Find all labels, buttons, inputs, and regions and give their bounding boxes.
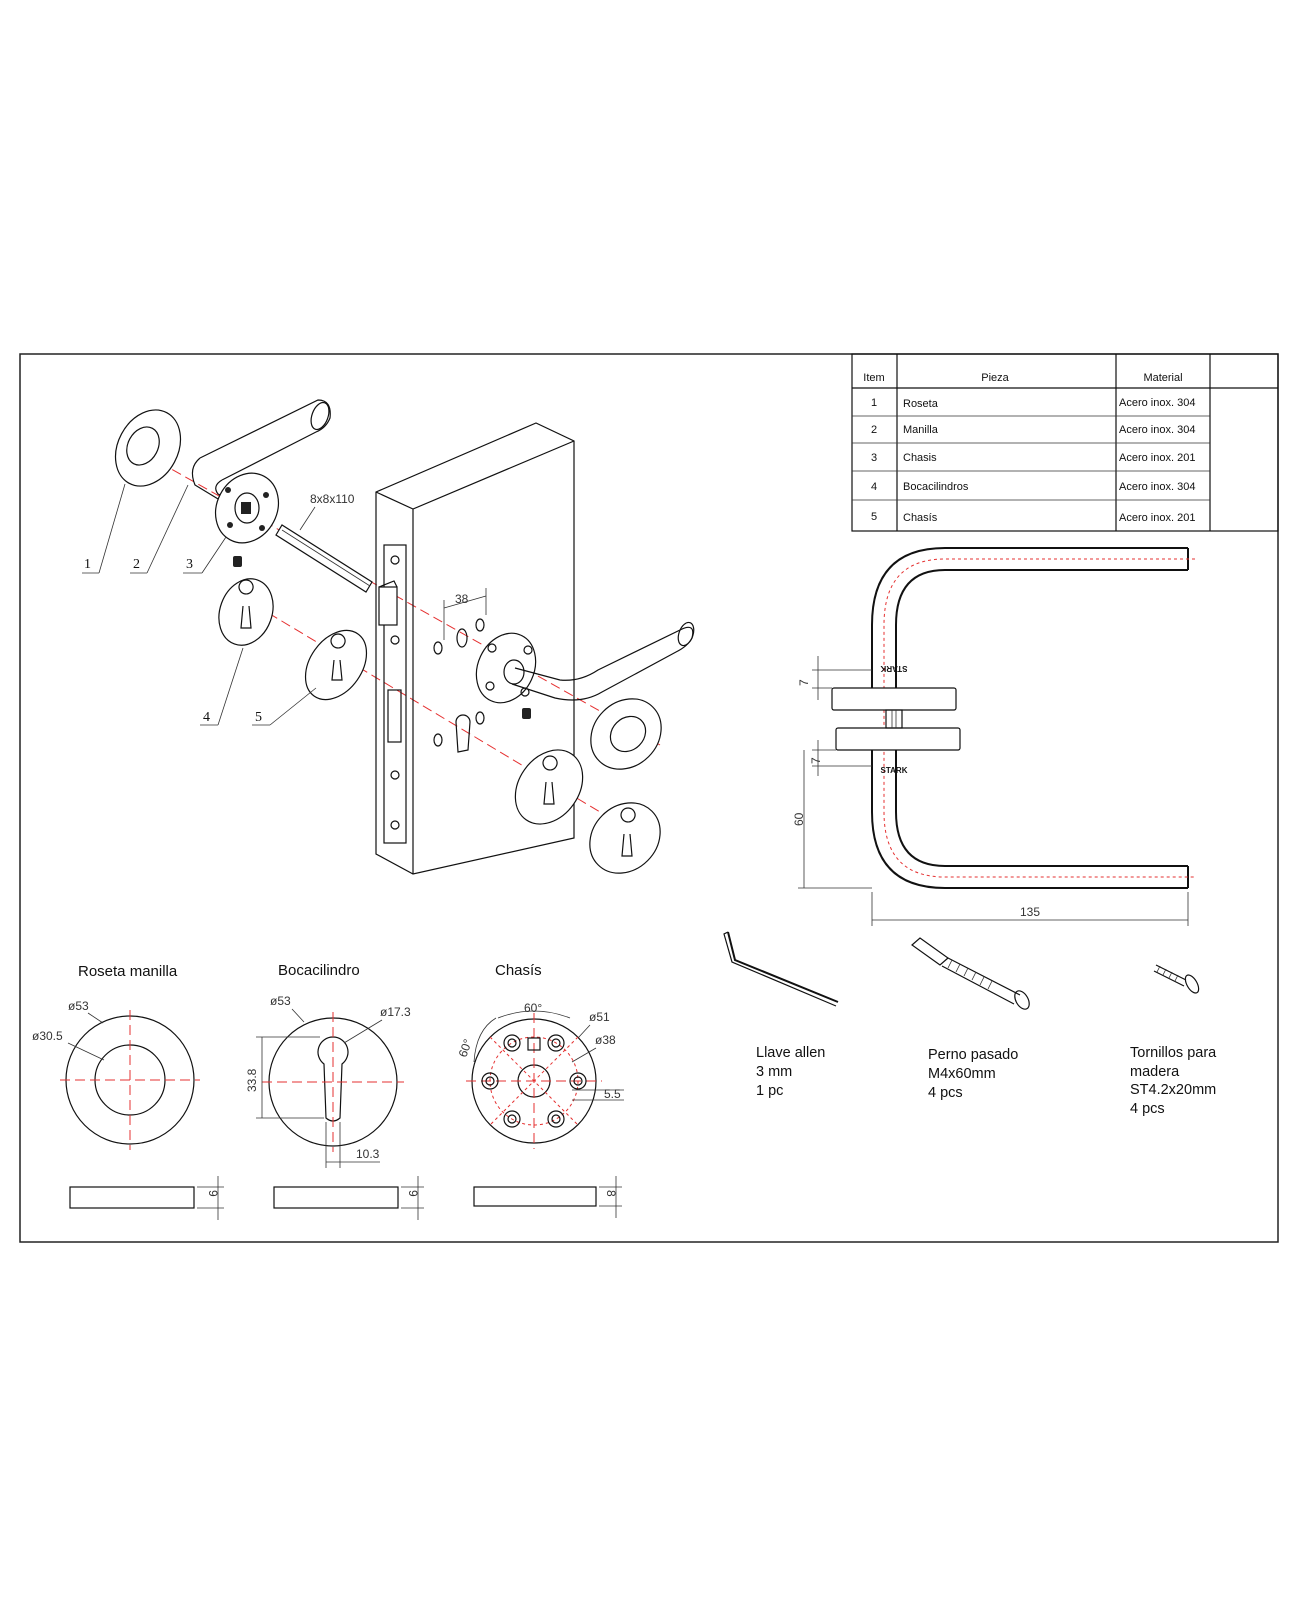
detail-chasis-title: Chasís [495,962,542,979]
dim-roseta-outer: ø53 [68,999,89,1013]
svg-text:1: 1 [871,397,877,409]
brand-logo-bottom: STARK [881,766,908,775]
handle-side-view: STARK STARK 7 7 60 135 [792,547,1195,926]
dim-bocacilindro-hole: ø17.3 [380,1005,411,1019]
right-cylinder-chassis [514,749,584,825]
chassis-bolt-holes [481,1034,587,1128]
dim-chasis-outer: ø51 [589,1010,610,1024]
svg-text:Tornillos para: Tornillos para [1130,1045,1217,1061]
svg-text:Llave allen: Llave allen [756,1045,825,1061]
svg-text:1 pc: 1 pc [756,1083,783,1099]
dim-bocacilindro-outer: ø53 [270,994,291,1008]
dim-length: 135 [1020,905,1040,919]
svg-text:Manilla: Manilla [903,424,939,436]
svg-text:4: 4 [871,481,877,493]
door-block: 38 [375,422,575,875]
svg-text:Perno pasado: Perno pasado [928,1047,1018,1063]
svg-text:Chasis: Chasis [903,452,937,464]
svg-text:M4x60mm: M4x60mm [928,1066,996,1082]
svg-text:Bocacilindros: Bocacilindros [903,481,969,493]
right-rose [590,698,662,770]
table-header-material: Material [1143,372,1182,384]
table-header-pieza: Pieza [981,372,1009,384]
svg-text:Acero inox. 304: Acero inox. 304 [1119,424,1195,436]
callout-5: 5 [255,710,262,725]
svg-text:3 mm: 3 mm [756,1064,792,1080]
callout-2: 2 [133,557,140,572]
dim-bocacilindro-thickness: 9 [406,1190,420,1197]
spindle-label: 8x8x110 [310,492,355,506]
table-row: 1 Roseta Acero inox. 304 [871,397,1196,410]
svg-text:Acero inox. 201: Acero inox. 201 [1119,452,1195,464]
cylinder-chassis-part-5 [304,629,368,701]
table-row: 2 Manilla Acero inox. 304 [871,424,1196,436]
chassis-part-3 [214,472,280,567]
svg-text:madera: madera [1130,1064,1180,1080]
svg-text:Chasís: Chasís [903,512,938,524]
svg-text:2: 2 [871,424,877,436]
rose-part-1 [114,409,182,487]
dim-roseta-inner: ø30.5 [32,1029,63,1043]
dim-rose-gap-bottom: 7 [809,757,823,764]
right-cylinder-rose [589,802,661,874]
cylinder-rose-part-4 [218,578,274,646]
dim-rose-gap-top: 7 [797,679,811,686]
dim-bocacilindro-width: 10.3 [356,1147,380,1161]
detail-roseta-title: Roseta manilla [78,963,178,980]
dim-chasis-angle-a: 60° [524,1001,542,1015]
svg-text:4 pcs: 4 pcs [1130,1101,1165,1117]
spindle: 8x8x110 [275,492,373,593]
svg-text:Acero inox. 201: Acero inox. 201 [1119,512,1195,524]
parts-table: Item Pieza Material 1 Roseta Acero inox.… [851,353,1279,532]
allen-key-icon [723,931,839,1007]
exploded-view: 8x8x110 1 2 3 4 5 [82,399,695,875]
dim-chasis-angle-b: 60° [456,1037,475,1059]
dim-height: 60 [792,812,806,826]
svg-text:Acero inox. 304: Acero inox. 304 [1119,481,1195,493]
brand-logo-top: STARK [880,664,907,673]
table-row: 5 Chasís Acero inox. 201 [871,511,1196,524]
table-header-item: Item [863,372,884,384]
table-row: 3 Chasis Acero inox. 201 [871,452,1196,464]
accessory-screws-label: Tornillos para madera ST4.2x20mm 4 pcs [1130,1045,1217,1117]
right-chassis [475,632,537,719]
handle-part-2 [191,399,331,506]
dim-roseta-thickness: 9 [206,1190,220,1197]
dim-bocacilindro-height: 33.8 [245,1068,259,1092]
svg-text:3: 3 [871,452,877,464]
accessory-allen-key-label: Llave allen 3 mm 1 pc [756,1045,825,1099]
detail-bocacilindro-title: Bocacilindro [278,962,360,979]
svg-text:4 pcs: 4 pcs [928,1085,963,1101]
svg-text:ST4.2x20mm: ST4.2x20mm [1130,1082,1216,1098]
svg-text:Acero inox. 304: Acero inox. 304 [1119,397,1195,409]
callout-3: 3 [186,557,193,572]
right-handle [511,621,695,701]
drawing-frame [19,353,1279,1243]
svg-text:5: 5 [871,511,877,523]
detail-roseta: Roseta manilla ø53 ø30.5 9 [32,963,224,1220]
dim-chasis-bolt: ø38 [595,1033,616,1047]
table-row: 4 Bocacilindros Acero inox. 304 [871,481,1196,493]
wood-screw-icon [1153,964,1200,994]
hole-spacing-dim: 38 [455,592,469,606]
callout-1: 1 [84,557,91,572]
bolt-icon [911,937,1030,1010]
dim-chasis-slot: 5.5 [604,1087,621,1101]
detail-chasis: Chasís 60° 60° ø51 ø38 5.5 [456,962,624,1218]
svg-text:Roseta: Roseta [903,398,939,410]
detail-bocacilindro: Bocacilindro ø53 ø17.3 33.8 10.3 9 [245,962,424,1220]
accessory-bolt-label: Perno pasado M4x60mm 4 pcs [928,1047,1018,1101]
callout-4: 4 [203,710,210,725]
dim-chasis-thickness: 8 [604,1190,618,1197]
